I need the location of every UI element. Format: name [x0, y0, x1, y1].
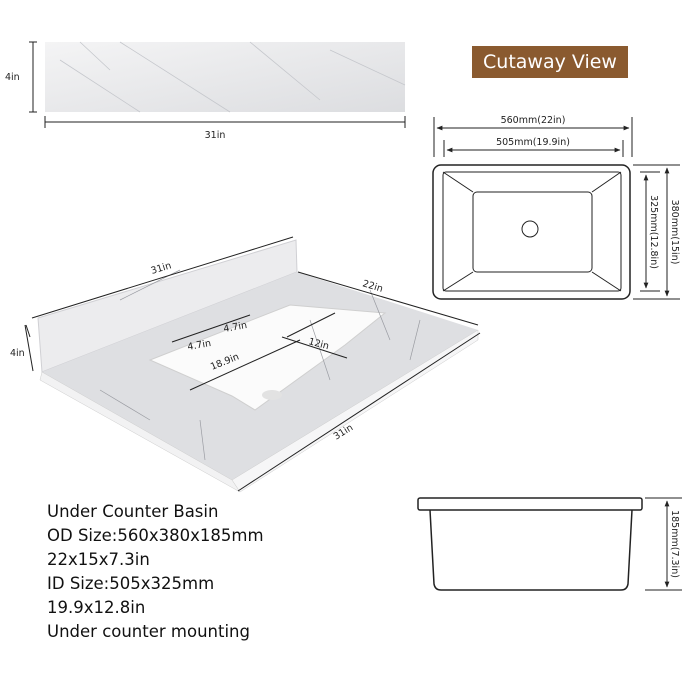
inner-width-label: 505mm(19.9in) [496, 137, 570, 148]
cutaway-view-badge: Cutaway View [472, 46, 628, 78]
countertop-backsplash-height-label: 4in [10, 348, 25, 359]
faucet-right-label: 4.7in [223, 320, 248, 335]
spec-line: 22x15x7.3in [47, 550, 150, 569]
backsplash-panel: 4in 31in [5, 41, 406, 141]
outer-depth-label: 380mm(15in) [669, 200, 680, 265]
outer-width-label: 560mm(22in) [501, 115, 566, 126]
back-width-label: 31in [150, 260, 173, 277]
side-height-label: 185mm(7.3in) [669, 510, 680, 578]
spec-list: Under Counter Basin OD Size:560x380x185m… [47, 500, 264, 644]
countertop-illustration: 31in 22in 4in 31in 4.7in 4.7in 18.9in 12… [10, 236, 481, 493]
cutaway-top-view [432, 117, 680, 300]
backsplash-height-label: 4in [5, 72, 20, 83]
spec-line: OD Size:560x380x185mm [47, 526, 264, 545]
spec-line: 19.9x12.8in [47, 598, 146, 617]
basin-side-view [417, 497, 682, 591]
sink-width-label: 12in [307, 336, 330, 352]
backsplash-width-label: 31in [205, 130, 226, 141]
depth-label: 22in [361, 278, 384, 295]
spec-line: ID Size:505x325mm [47, 574, 215, 593]
faucet-left-label: 4.7in [187, 338, 212, 353]
inner-depth-label: 325mm(12.8in) [648, 195, 659, 269]
spec-line: Under counter mounting [47, 622, 250, 641]
spec-line: Under Counter Basin [47, 502, 219, 521]
